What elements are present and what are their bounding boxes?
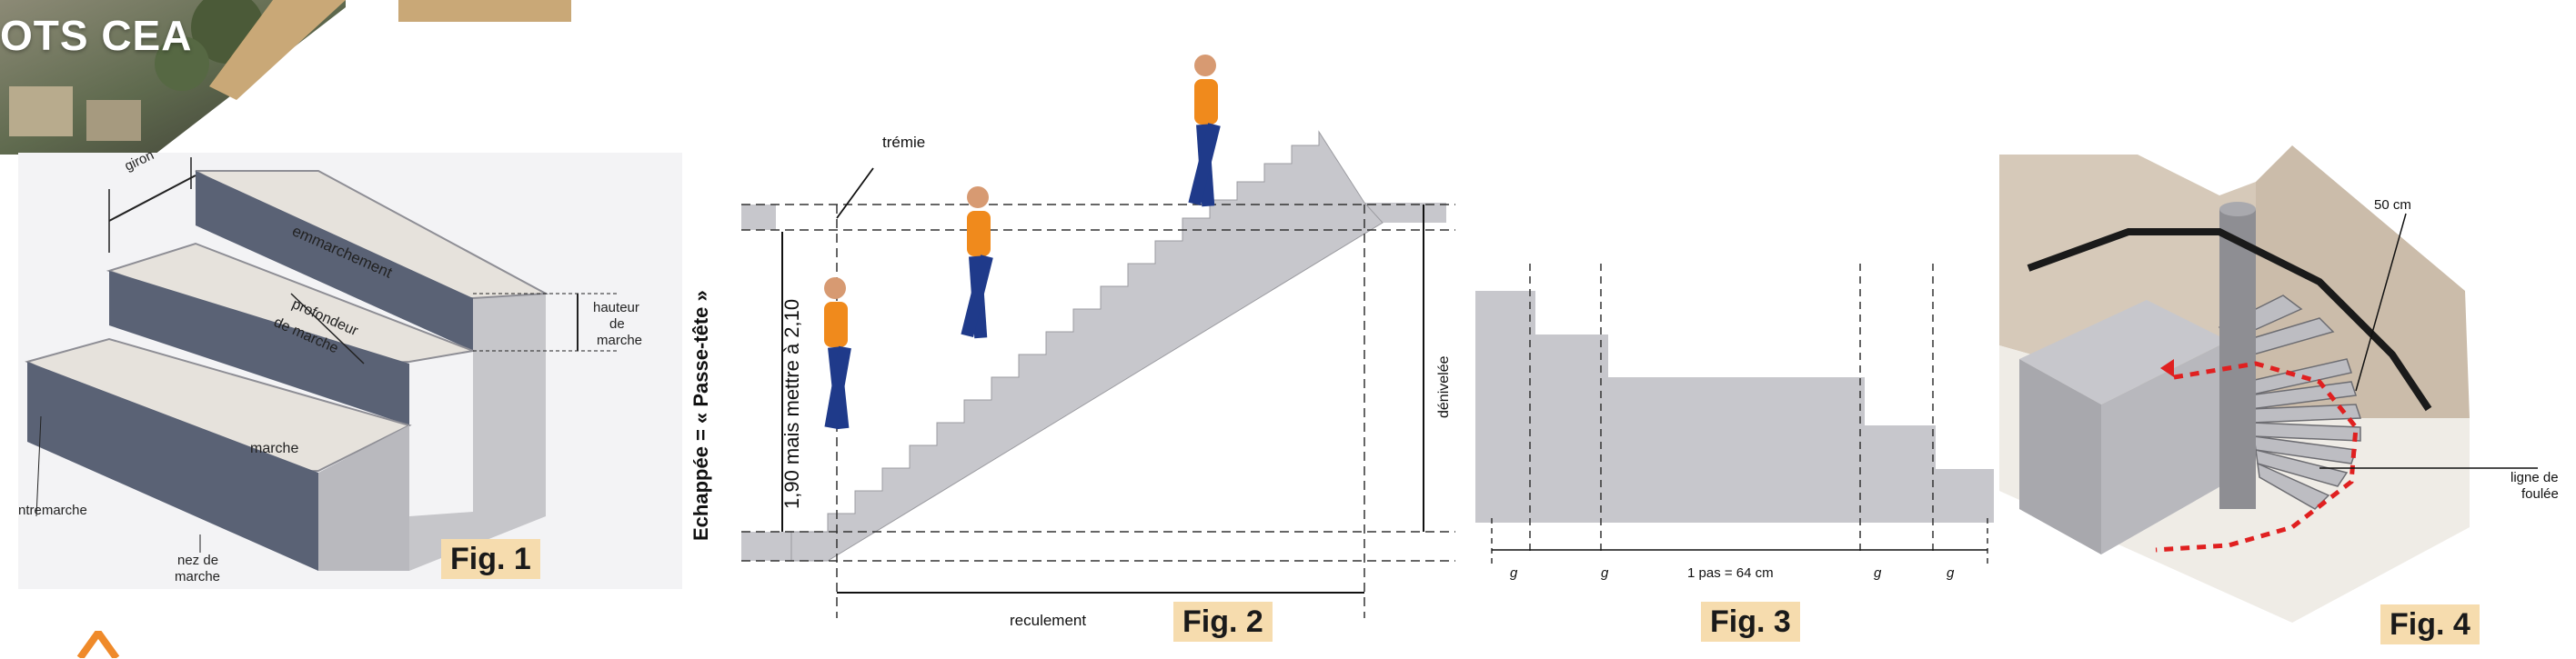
label-hauteur-190: 1,90 mais mettre à 2,10 bbox=[780, 299, 803, 509]
stair-profile bbox=[1475, 291, 1994, 523]
profondeur-dimension bbox=[290, 293, 365, 364]
label-hauteur-1: hauteur bbox=[593, 300, 639, 315]
label-nez-1: nez de bbox=[177, 553, 218, 568]
label-hauteur-2: de bbox=[609, 316, 625, 332]
person-1 bbox=[824, 277, 851, 430]
stair-flight bbox=[790, 130, 1384, 562]
header-accent-bar bbox=[398, 0, 571, 22]
person-2 bbox=[961, 186, 993, 339]
landing-front bbox=[2019, 359, 2101, 554]
right-wall bbox=[2256, 145, 2470, 418]
tremie-leader bbox=[836, 167, 874, 219]
banner-photo bbox=[0, 0, 346, 155]
landing-side bbox=[2101, 341, 2229, 554]
label-hauteur-3: marche bbox=[597, 333, 642, 348]
fig3-panel: g g 1 pas = 64 cm g g Fig. 3 bbox=[1474, 264, 2001, 654]
cm-leader bbox=[2355, 213, 2407, 392]
upper-slab-left bbox=[741, 205, 776, 230]
label-g-1: g bbox=[1510, 565, 1518, 581]
person-3 bbox=[1188, 55, 1221, 207]
label-g-4: g bbox=[1947, 565, 1955, 581]
label-reculement: reculement bbox=[1010, 612, 1086, 629]
walking-line bbox=[2155, 361, 2359, 553]
fig3-drawing: g g 1 pas = 64 cm g g bbox=[1475, 264, 1994, 581]
riser-1 bbox=[27, 362, 318, 571]
label-contremarche: ntremarche bbox=[18, 503, 87, 518]
label-pas: 1 pas = 64 cm bbox=[1687, 565, 1774, 581]
header-banner: OTS CEA bbox=[0, 0, 346, 155]
fig1-drawing: giron emmarchement profondeur de marche … bbox=[18, 147, 642, 584]
label-denivelee: dénivelée bbox=[1436, 355, 1452, 418]
fig2-drawing: trémie Echappée = « Passe-tête » 1,90 ma… bbox=[689, 55, 1474, 629]
label-g-2: g bbox=[1601, 565, 1609, 581]
label-nez-2: marche bbox=[175, 569, 220, 584]
fig4-panel: 50 cm ligne de foulée Fig. 4 bbox=[1992, 145, 2574, 654]
label-50cm: 50 cm bbox=[2374, 197, 2411, 213]
upper-slab-right bbox=[1364, 203, 1446, 223]
label-ligne-2: foulée bbox=[2521, 486, 2559, 502]
column-top bbox=[2219, 202, 2256, 216]
fig4-drawing: 50 cm ligne de foulée bbox=[1999, 145, 2559, 623]
landing-top bbox=[2019, 300, 2229, 404]
label-g-3: g bbox=[1874, 565, 1882, 581]
fig1-label: Fig. 1 bbox=[441, 539, 540, 579]
fig3-label: Fig. 3 bbox=[1701, 602, 1800, 642]
fig2-panel: trémie Echappée = « Passe-tête » 1,90 ma… bbox=[689, 36, 1474, 654]
logo-icon bbox=[76, 631, 120, 658]
riser-3 bbox=[196, 171, 473, 351]
banner-title: OTS CEA bbox=[0, 12, 193, 59]
contremarche-leader bbox=[35, 415, 42, 517]
label-echappee: Echappée = « Passe-tête » bbox=[691, 290, 712, 541]
label-giron: giron bbox=[123, 153, 156, 175]
label-marche: marche bbox=[250, 441, 298, 456]
fig1-panel: giron emmarchement profondeur de marche … bbox=[18, 147, 682, 589]
stair-front-side bbox=[318, 425, 409, 571]
fig4-label: Fig. 4 bbox=[2380, 604, 2480, 644]
walking-line-arrow bbox=[2160, 359, 2174, 377]
fig2-label: Fig. 2 bbox=[1173, 602, 1273, 642]
riser-2 bbox=[109, 271, 409, 425]
handrail bbox=[2027, 228, 2432, 412]
giron-dimension bbox=[108, 175, 196, 222]
label-ligne-1: ligne de bbox=[2511, 470, 2559, 485]
central-column bbox=[2219, 209, 2256, 509]
stair-side-face bbox=[409, 294, 546, 571]
lower-slab bbox=[741, 532, 791, 561]
label-tremie: trémie bbox=[882, 134, 925, 151]
